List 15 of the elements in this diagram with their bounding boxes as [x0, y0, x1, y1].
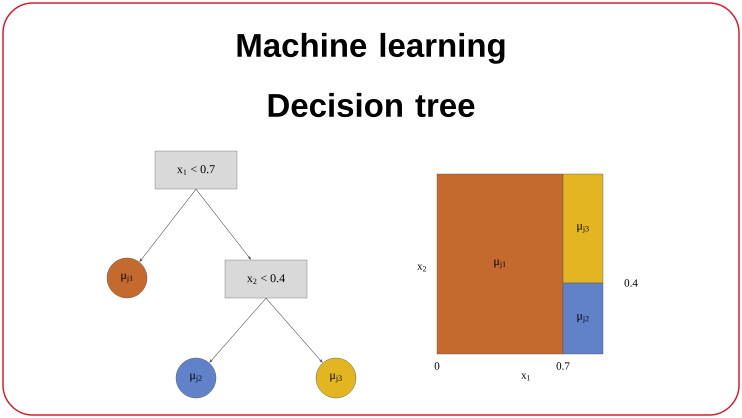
tick-label: 0 — [434, 362, 440, 370]
axis-label: x$_{2}$ — [417, 264, 426, 272]
arrow — [196, 188, 251, 260]
title: Machine learning Decision tree — [238, 32, 504, 118]
tick-label: 0.4 — [624, 279, 638, 287]
region-rectangle: μ$_{j2}$ — [562, 282, 604, 354]
region-rectangle: μ$_{j1}$ — [436, 174, 564, 354]
region-rectangle: μ$_{j3}$ — [562, 174, 604, 284]
arrow — [210, 298, 266, 363]
arrow — [140, 188, 196, 262]
decision-box: x$_{2}$ < 0.4 — [224, 260, 308, 298]
decision-box: x$_{1}$ < 0.7 — [154, 150, 238, 190]
axis-label: x$_{1}$ — [521, 374, 530, 380]
tick-label: 0.7 — [556, 362, 570, 370]
arrow — [266, 298, 322, 363]
